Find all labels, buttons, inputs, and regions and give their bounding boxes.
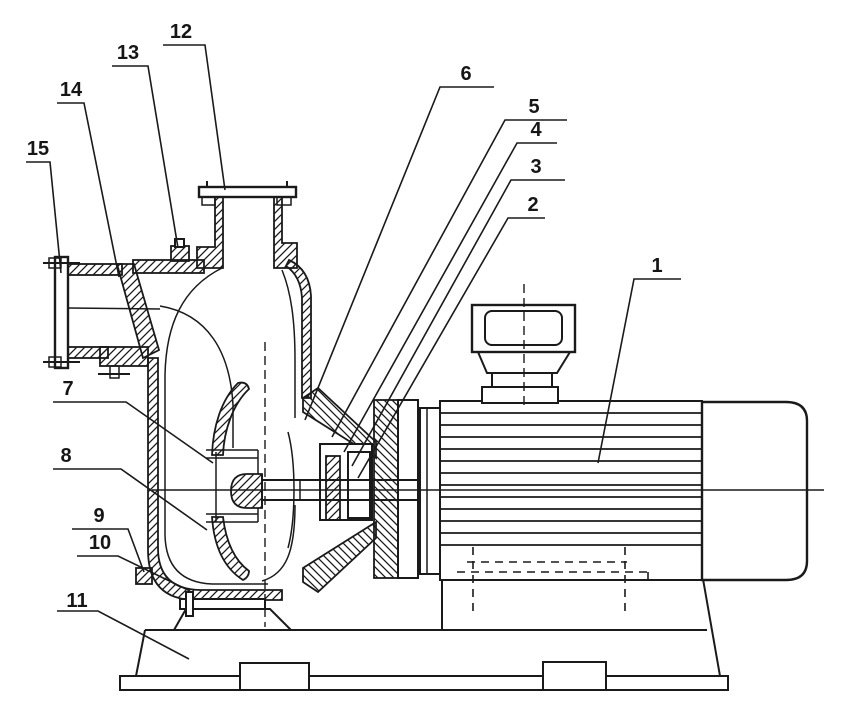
part-labels: 1 2 3 4 5 6 7 8 9 10 11 12 13 14 15	[27, 21, 663, 612]
pump-casing	[43, 181, 312, 617]
impeller-lower-vane	[211, 516, 250, 582]
part-label-15: 15	[27, 138, 49, 160]
baseplate-assembly	[119, 578, 729, 691]
foot-pad-right	[542, 661, 607, 691]
part-label-10: 10	[89, 532, 111, 554]
baseplate	[119, 675, 729, 691]
suction-joint-flange	[99, 346, 149, 367]
part-label-12: 12	[170, 21, 192, 43]
discharge-pipe-right-wall	[273, 195, 298, 269]
part-label-3: 3	[530, 156, 541, 178]
suction-pipe	[67, 263, 161, 379]
rear-cover-block	[373, 399, 399, 579]
foot-pad-left	[239, 662, 310, 691]
part-label-11: 11	[66, 590, 87, 612]
part-label-5: 5	[528, 96, 539, 118]
bracket-lower-arm	[302, 520, 377, 594]
casing-right-wall	[284, 258, 312, 399]
part-label-4: 4	[530, 119, 542, 141]
motor-fins	[440, 412, 702, 546]
terminal-box	[470, 284, 577, 410]
motor-hidden-lines	[457, 547, 649, 612]
casing-top-bolt	[170, 245, 190, 262]
discharge-flange	[197, 181, 298, 206]
shaft-assembly	[230, 473, 420, 509]
leader-lines	[26, 44, 681, 660]
discharge-pipe-left-wall	[196, 195, 224, 269]
motor-flange	[419, 407, 441, 575]
impeller	[206, 342, 295, 627]
casing-front-wall	[115, 263, 161, 360]
part-label-14: 14	[60, 79, 83, 101]
suction-flange	[43, 255, 80, 370]
part-label-2: 2	[527, 194, 538, 216]
part-label-9: 9	[93, 505, 104, 527]
seal-gland	[325, 455, 341, 521]
part-label-7: 7	[62, 378, 73, 400]
suction-cover-plate	[179, 598, 266, 610]
part-label-8: 8	[60, 445, 71, 467]
part-label-1: 1	[651, 255, 662, 277]
impeller-upper-vane	[211, 381, 251, 456]
part-label-13: 13	[117, 42, 139, 64]
motor	[439, 284, 809, 630]
motor-end-cap	[700, 400, 809, 582]
bottom-bolt	[185, 591, 194, 617]
part-label-6: 6	[460, 63, 471, 85]
impeller-nut	[230, 473, 263, 509]
